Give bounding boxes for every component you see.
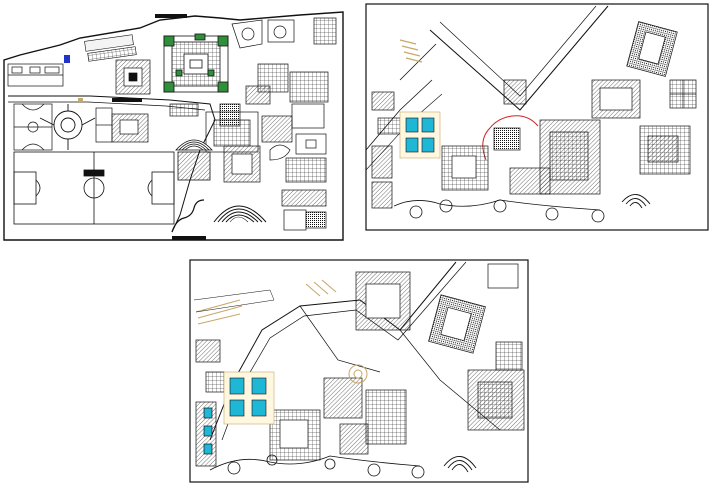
sheet-3-border: [189, 259, 529, 483]
block-right: [223, 63, 329, 231]
stadium: [213, 205, 267, 223]
title-bar-mid: [112, 98, 142, 102]
bottom-crescent: [443, 456, 477, 473]
title-bar-bottom: [172, 236, 206, 240]
block-a: [115, 59, 151, 95]
bus-parking: [84, 34, 137, 62]
walkway-curve: [171, 199, 205, 233]
tan-marker: [78, 98, 83, 102]
blue-vehicle: [64, 55, 70, 63]
dorm-block: [399, 111, 441, 159]
diagonal-road: [429, 5, 609, 111]
bottom-dorm-block: [223, 371, 275, 425]
bottom-tan-rows: [195, 279, 337, 325]
sport-courts: [13, 103, 53, 151]
football-field: [13, 151, 175, 225]
bottom-tree-row: [209, 454, 425, 479]
amphitheater: [175, 139, 213, 181]
parking-lot: [7, 63, 64, 87]
sheet-2: [365, 3, 709, 231]
sheet-3: [189, 259, 529, 483]
bottom-roundabout: [348, 364, 368, 384]
red-path: [482, 115, 539, 161]
east-buildings: [371, 21, 697, 209]
block-middle: [111, 103, 259, 153]
sheet-1: [3, 11, 344, 241]
central-building: [163, 33, 229, 93]
bottom-buildings: [195, 263, 525, 467]
roundabout: [39, 104, 96, 150]
tree-row: [393, 199, 605, 223]
block-top-1: [231, 17, 337, 49]
sheet-2-border: [365, 3, 709, 231]
east-crescent: [621, 194, 651, 209]
title-bar-top: [155, 14, 187, 18]
tan-steps: [399, 39, 423, 63]
